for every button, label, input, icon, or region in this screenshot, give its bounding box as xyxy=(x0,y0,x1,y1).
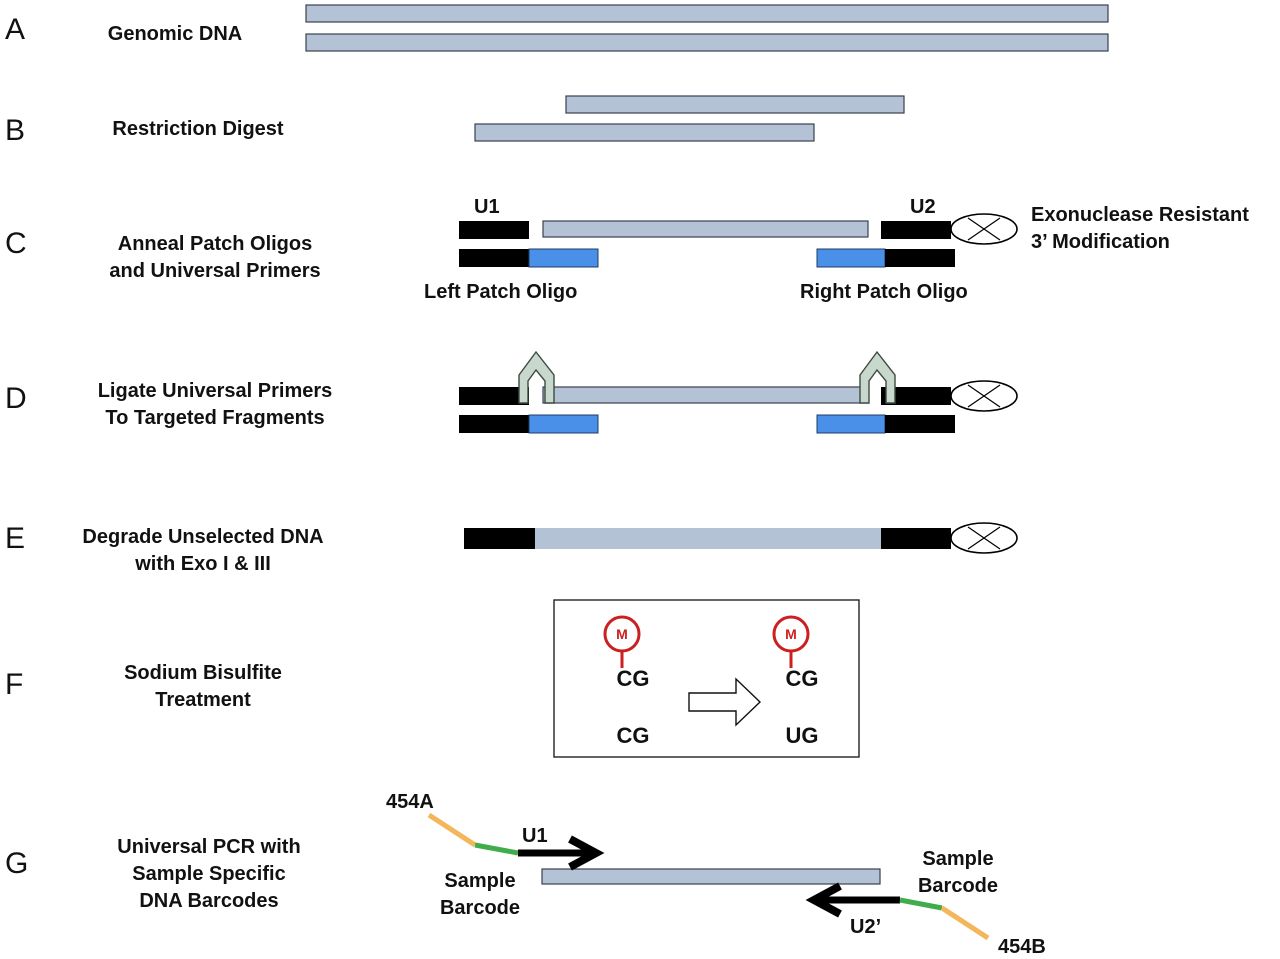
step-letter-f: F xyxy=(5,668,24,701)
conversion-arrow-icon xyxy=(688,677,762,727)
step-description-line: DNA Barcodes xyxy=(139,890,279,912)
step-letter-a: A xyxy=(5,13,26,46)
sample-barcode-line: Sample xyxy=(922,848,994,870)
adapter-454a-line xyxy=(427,812,477,848)
right-patch-oligo-black xyxy=(885,415,955,433)
step-description-line: Sample Specific xyxy=(132,863,286,885)
methyl-symbol: M xyxy=(785,626,797,642)
left-patch-oligo-label: Left Patch Oligo xyxy=(424,281,578,303)
exonuclease-label: Exonuclease Resistant 3’ Modification xyxy=(1031,202,1249,256)
step-description-g: Universal PCR with Sample Specific DNA B… xyxy=(84,834,334,915)
sample-barcode-line: Barcode xyxy=(917,875,999,897)
genomic-dna-strand-bottom xyxy=(305,33,1109,52)
step-description-line: Anneal Patch Oligos xyxy=(117,233,313,255)
step-description-line: and Universal Primers xyxy=(109,260,321,282)
selected-molecule xyxy=(464,522,1018,554)
exonuclease-label-line: Exonuclease Resistant xyxy=(1031,204,1249,226)
exonuclease-resistant-cap-icon xyxy=(950,522,1018,554)
right-patch-oligo-black xyxy=(885,249,955,267)
methylated-cg-after: CG xyxy=(785,666,819,691)
adapter-454b-line xyxy=(940,905,990,941)
u1-forward-primer-label: U1 xyxy=(522,825,548,847)
step-letter-b: B xyxy=(5,114,26,147)
step-description-a: Genomic DNA xyxy=(60,21,290,48)
u2-primer-ligated xyxy=(881,387,951,405)
u2-label: U2 xyxy=(910,196,936,218)
u1-label: U1 xyxy=(474,196,500,218)
exonuclease-resistant-cap-icon xyxy=(950,213,1018,245)
sample-barcode-line: Barcode xyxy=(439,897,521,919)
u1-primer xyxy=(459,221,529,239)
u2-arrowhead-icon xyxy=(805,882,842,918)
exonuclease-label-line: 3’ Modification xyxy=(1031,231,1170,253)
target-fragment-ligated xyxy=(542,386,869,404)
step-letter-e: E xyxy=(5,522,26,555)
step-description-f: Sodium Bisulfite Treatment xyxy=(88,660,318,714)
barcode-right-line xyxy=(899,897,943,911)
unmethylated-cg-before: CG xyxy=(616,723,650,748)
step-letter-d: D xyxy=(5,382,27,415)
ligation-construct xyxy=(459,350,1018,434)
adapter-454a-label: 454A xyxy=(386,791,434,813)
step-description-line: Universal PCR with xyxy=(117,836,301,858)
selected-u2-region xyxy=(881,528,951,549)
adapter-454b-label: 454B xyxy=(998,936,1046,958)
selected-target-region xyxy=(535,528,881,549)
left-patch-oligo-blue xyxy=(528,248,599,268)
step-description-c: Anneal Patch Oligos and Universal Primer… xyxy=(80,231,350,285)
u1-primer-ligated xyxy=(459,387,529,405)
step-letter-c: C xyxy=(5,227,27,260)
selected-u1-region xyxy=(464,528,535,549)
left-patch-oligo-black xyxy=(459,415,529,433)
barcode-left-line xyxy=(474,842,519,856)
u1-arrowhead-icon xyxy=(568,835,605,871)
anneal-construct xyxy=(459,213,1018,268)
digest-fragment-top xyxy=(565,95,905,114)
step-description-line: with Exo I & III xyxy=(135,553,271,575)
digest-fragments xyxy=(474,95,905,142)
bisulfite-frame xyxy=(553,599,860,758)
left-patch-oligo-blue xyxy=(528,414,599,434)
ligation-arrow-left-icon xyxy=(518,350,555,404)
right-patch-oligo-blue xyxy=(816,248,886,268)
step-description-line: Treatment xyxy=(155,689,251,711)
step-description-e: Degrade Unselected DNA with Exo I & III xyxy=(58,524,348,578)
step-description-line: Degrade Unselected DNA xyxy=(82,526,324,548)
methyl-symbol: M xyxy=(616,626,628,642)
step-description-line: Genomic DNA xyxy=(107,23,243,45)
step-description-line: Sodium Bisulfite xyxy=(124,662,282,684)
step-letter-g: G xyxy=(5,847,29,880)
u2-primer xyxy=(881,221,951,239)
target-fragment xyxy=(542,220,869,238)
unmethylated-ug-after: UG xyxy=(785,723,819,748)
digest-fragment-bottom xyxy=(474,123,815,142)
bisulfite-box xyxy=(553,599,860,758)
sample-barcode-right-label: Sample Barcode xyxy=(903,846,1013,900)
pcr-construct xyxy=(427,812,990,941)
step-description-b: Restriction Digest xyxy=(83,116,313,143)
sample-barcode-line: Sample xyxy=(444,870,516,892)
right-patch-oligo-blue xyxy=(816,414,886,434)
genomic-dna-strand-top xyxy=(305,4,1109,23)
step-description-d: Ligate Universal Primers To Targeted Fra… xyxy=(70,378,360,432)
step-description-line: Ligate Universal Primers xyxy=(97,380,333,402)
u2-reverse-primer-label: U2’ xyxy=(850,916,882,938)
methylated-cg-before: CG xyxy=(616,666,650,691)
sample-barcode-left-label: Sample Barcode xyxy=(425,868,535,922)
exonuclease-resistant-cap-icon xyxy=(950,380,1018,412)
ligation-arrow-right-icon xyxy=(859,350,896,404)
genomic-dna-strands xyxy=(305,4,1109,52)
pcr-template xyxy=(541,868,881,885)
step-description-line: Restriction Digest xyxy=(112,118,284,140)
left-patch-oligo-black xyxy=(459,249,529,267)
right-patch-oligo-label: Right Patch Oligo xyxy=(800,281,968,303)
step-description-line: To Targeted Fragments xyxy=(105,407,325,429)
